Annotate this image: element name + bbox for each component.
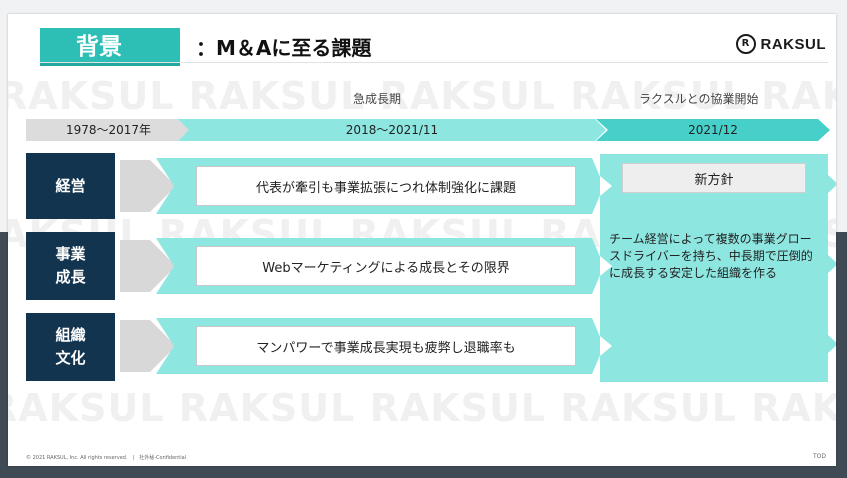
raksul-logo: R RAKSUL: [735, 34, 827, 54]
timeline-segment-3: 2021/12: [596, 119, 830, 141]
new-policy-title: 新方針: [622, 163, 806, 193]
row-label-management: 経営: [26, 153, 115, 219]
panel-arrow-icon: [828, 335, 836, 353]
watermark-row: RAKSUL RAKSUL RAKSUL RAKSUL RAKSUL RAKSU…: [8, 386, 836, 430]
phase-label-rapid-growth: 急成長期: [353, 92, 402, 106]
timeline-segment-2: 2018〜2021/11: [178, 119, 606, 141]
issue-box-org-culture: マンパワーで事業成長実現も疲弊し退職率も: [196, 326, 576, 366]
section-tab: 背景: [40, 28, 180, 66]
phase-label-alliance-start: ラクスルとの協業開始: [639, 92, 759, 106]
footer-copyright: © 2021 RAKSUL, Inc. All rights reserved.…: [26, 455, 187, 461]
panel-arrow-icon: [828, 175, 836, 193]
footer-page: TOD: [812, 453, 826, 460]
page-title: ：M＆Aに至る課題: [196, 36, 372, 60]
section-tab-label: 背景: [76, 34, 122, 60]
issue-box-management: 代表が牽引も事業拡張につれ体制強化に課題: [196, 166, 576, 206]
issue-box-business-growth: Webマーケティングによる成長とその限界: [196, 246, 576, 286]
row-label-business-growth: 事業 成長: [26, 232, 115, 300]
panel-arrow-icon: [828, 255, 836, 273]
timeline-segment-1: 1978〜2017年: [26, 119, 191, 141]
slide: RAKSUL RAKSUL RAKSUL RAKSUL RAKSUL RAKSU…: [8, 14, 836, 466]
title-divider: [40, 62, 828, 63]
row-label-org-culture: 組織 文化: [26, 313, 115, 381]
new-policy-body: チーム経営によって複数の事業グロースドライバーを持ち、中長期で圧倒的に成長する安…: [609, 232, 813, 280]
raksul-logo-icon: R: [735, 34, 756, 54]
watermark-row: RAKSUL RAKSUL RAKSUL RAKSUL RAKSUL RAKSU…: [8, 74, 836, 118]
raksul-logo-text: RAKSUL: [760, 35, 826, 53]
